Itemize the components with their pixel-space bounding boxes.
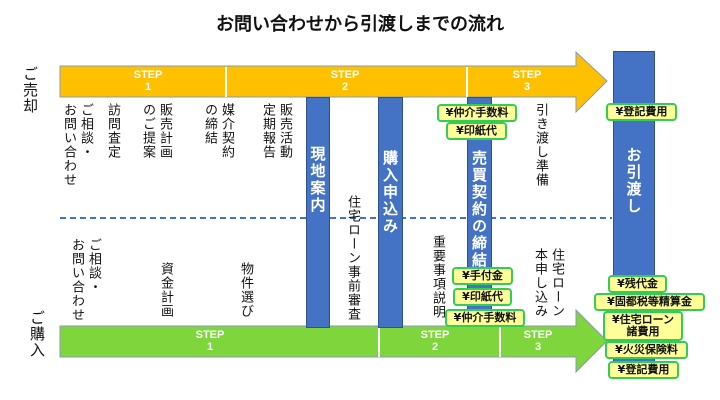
buy-item-loan-prescreening: 住宅ローン事前審査 bbox=[345, 195, 360, 321]
buy-item-property-selection: 物件選び bbox=[238, 262, 253, 318]
buy-item-loan-application: 住宅ローン 本申し込み bbox=[532, 248, 564, 318]
sell-label: ご売却 bbox=[21, 66, 39, 114]
buy-item-funding-plan: 資金計画 bbox=[158, 262, 173, 318]
fee-tag: ¥仲介手数料 bbox=[437, 104, 517, 122]
page-title: お問い合わせから引渡しまでの流れ bbox=[216, 14, 504, 35]
fee-tag: ¥手付金 bbox=[452, 267, 513, 285]
step-divider bbox=[466, 67, 468, 97]
fee-tag: ¥住宅ローン 諸費用 bbox=[603, 311, 683, 341]
sell-step-2: STEP 2 bbox=[330, 69, 360, 93]
fee-tag: ¥登記費用 bbox=[606, 103, 677, 121]
sell-step-1: STEP 1 bbox=[133, 69, 163, 93]
step-divider bbox=[378, 327, 380, 357]
sell-item-brokerage-contract: 媒介契約 の締結 bbox=[202, 103, 234, 159]
buy-step-3: STEP 3 bbox=[523, 329, 553, 353]
buy-item-important-matters: 重要事項説明 bbox=[430, 235, 445, 319]
buy-label: ご購入 bbox=[28, 310, 46, 358]
fee-tag: ¥固都税等精算金 bbox=[594, 293, 705, 311]
step-divider bbox=[499, 327, 501, 357]
fee-tag: ¥印紙代 bbox=[446, 122, 507, 140]
buy-step-1: STEP 1 bbox=[195, 329, 225, 353]
fee-tag: ¥残代金 bbox=[608, 275, 667, 293]
fee-tag: ¥仲介手数料 bbox=[445, 309, 525, 327]
fee-tag: ¥印紙代 bbox=[453, 288, 512, 306]
milestone-purchase-application: 購入申込み bbox=[378, 97, 403, 328]
sell-step-3: STEP 3 bbox=[512, 69, 542, 93]
sell-item-appraisal: 訪問査定 bbox=[105, 103, 120, 159]
fee-tag: ¥登記費用 bbox=[608, 361, 679, 379]
sell-item-sales-plan: 販売計画 のご提案 bbox=[140, 103, 172, 159]
sell-item-consultation: ご相談・ お問い合わせ bbox=[61, 103, 93, 187]
sell-item-handover-prep: 引き渡し準備 bbox=[533, 103, 548, 187]
buy-item-consultation: ご相談・ お問い合わせ bbox=[69, 238, 101, 322]
step-divider bbox=[225, 67, 227, 97]
fee-tag: ¥火災保険料 bbox=[605, 341, 688, 359]
milestone-site-visit: 現地案内 bbox=[306, 97, 330, 328]
buy-arrow bbox=[59, 308, 608, 374]
sell-item-sales-activity: 販売活動 定期報告 bbox=[260, 103, 292, 159]
buy-step-2: STEP 2 bbox=[420, 329, 450, 353]
